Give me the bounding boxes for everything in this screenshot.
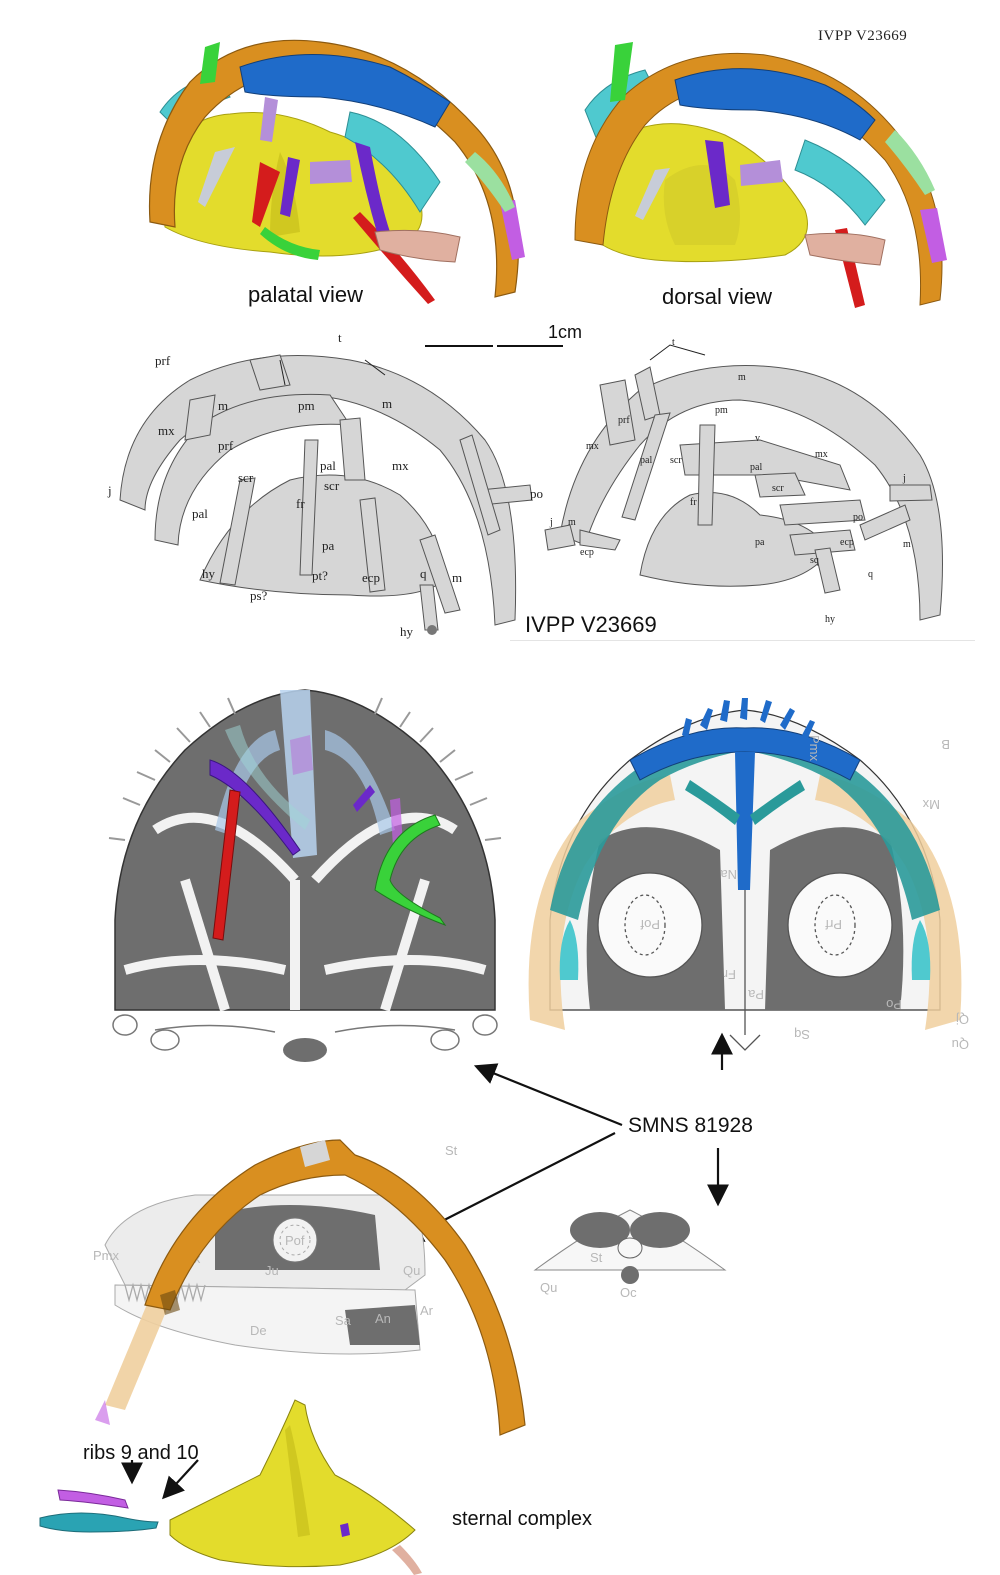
palatal-view-render	[148, 39, 525, 304]
pal-label-mx: mx	[158, 423, 175, 438]
dor-label-po: po	[853, 512, 863, 523]
dor-label-m: m	[738, 372, 746, 383]
smns-label-mx: Mx	[922, 797, 940, 812]
pal-label-fr: fr	[296, 496, 305, 511]
pal-label-pt: pt?	[312, 568, 328, 583]
dorsal-line-drawing: t m pm prf mx v pal scr pal mx scr fr j …	[544, 337, 943, 625]
dor-label-pal: pal	[640, 455, 652, 466]
dor-label-pm: pm	[715, 405, 728, 416]
smns-palatal-overlay	[108, 689, 502, 1062]
dor-label-t: t	[672, 337, 675, 348]
pal-label-pal2: pal	[192, 506, 208, 521]
pal-label-pa: pa	[322, 538, 335, 553]
dor-label-mx2: mx	[815, 449, 828, 460]
pal-label-prf: prf	[155, 353, 171, 368]
dor-label-sq: sq	[810, 555, 819, 566]
pal-label-hy2: hy	[400, 624, 414, 639]
pal-label-j: j	[107, 483, 112, 498]
lat-label-ar: Ar	[420, 1303, 434, 1318]
lat-label-an: An	[375, 1311, 391, 1326]
pal-label-pal: pal	[320, 458, 336, 473]
dor-label-pa: pa	[755, 537, 765, 548]
smns-label-na: Na	[720, 867, 737, 882]
smns-label-po: Po	[886, 997, 902, 1012]
smns-dorsal-overlay: B Mx Na Pof Prf Fr Pa Po Sq Qj Qu Pmx	[528, 698, 969, 1052]
palatal-view-caption: palatal view	[248, 282, 363, 307]
smns-label-pa: Pa	[747, 987, 764, 1002]
dor-label-ecp: ecp	[580, 547, 594, 558]
smns-label-sq: Sq	[794, 1027, 810, 1042]
smns-label-qj: Qj	[956, 1012, 969, 1027]
lat-label-sa: Sa	[335, 1313, 352, 1328]
pal-label-scr: scr	[238, 470, 254, 485]
dor-label-prf: prf	[618, 415, 630, 426]
smns-label-fr: Fr	[723, 967, 736, 982]
dor-label-v: v	[755, 433, 760, 444]
pal-label-m1: m	[218, 398, 228, 413]
drawing-specimen-caption: IVPP V23669	[525, 612, 657, 637]
pal-label-q: q	[420, 566, 427, 581]
lat-label-pmx: Pmx	[93, 1248, 120, 1263]
palatal-line-drawing: t prf m m pm mx j prf pal mx scr scr pal…	[107, 330, 543, 639]
occ-label-qu: Qu	[540, 1280, 557, 1295]
dorsal-view-render	[574, 42, 947, 308]
pal-label-m2: m	[382, 396, 392, 411]
dor-label-pal2: pal	[750, 462, 762, 473]
dor-label-j: j	[902, 473, 906, 484]
lat-label-ju: Ju	[265, 1263, 279, 1278]
pal-label-mx2: mx	[392, 458, 409, 473]
sternal-complex-render	[169, 1399, 422, 1575]
smns-label-b: B	[941, 737, 950, 752]
section-divider	[510, 640, 975, 641]
lat-label-pof: Pof	[285, 1233, 305, 1248]
dor-label-j2: j	[549, 517, 553, 528]
pal-label-hy: hy	[202, 566, 216, 581]
dor-label-fr: fr	[690, 497, 697, 508]
pal-label-m3: m	[452, 570, 462, 585]
dor-label-q: q	[868, 569, 873, 580]
pal-label-t: t	[338, 330, 342, 345]
dor-label-m2: m	[568, 517, 576, 528]
dorsal-view-caption: dorsal view	[662, 284, 773, 309]
dor-label-m3: m	[903, 539, 911, 550]
dor-label-mx: mx	[586, 441, 599, 452]
pal-label-ecp: ecp	[362, 570, 380, 585]
pal-label-po: po	[530, 486, 543, 501]
scale-bar-label: 1cm	[548, 322, 583, 342]
occ-label-oc: Oc	[620, 1285, 637, 1300]
scale-bar	[425, 345, 563, 347]
lat-label-st: St	[445, 1143, 458, 1158]
lat-label-qu: Qu	[403, 1263, 420, 1278]
dor-label-scr: scr	[670, 455, 682, 466]
smns-specimen-label: SMNS 81928	[628, 1114, 753, 1137]
smns-label-pmx: Pmx	[807, 735, 822, 762]
dor-label-ecp2: ecp	[840, 537, 854, 548]
pal-label-pm: pm	[298, 398, 315, 413]
pal-label-scr2: scr	[324, 478, 340, 493]
sternal-complex-label: sternal complex	[452, 1508, 593, 1530]
dor-label-hy: hy	[825, 614, 835, 625]
smns-label-pof: Pof	[640, 917, 660, 932]
specimen-id-top: IVPP V23669	[818, 28, 908, 44]
smns-label-prf: Prf	[825, 917, 842, 932]
ribs-render	[39, 1489, 159, 1533]
smns-label-qu: Qu	[952, 1037, 969, 1052]
lat-label-de: De	[250, 1323, 267, 1338]
smns-occipital: St Qu Oc	[533, 1209, 727, 1300]
dor-label-scr2: scr	[772, 483, 784, 494]
ribs-label: ribs 9 and 10	[83, 1442, 199, 1464]
smns-lateral-overlay: Pmx Mx Pof Ju Qu St De Sa An Ar	[93, 1139, 526, 1436]
occ-label-st: St	[590, 1250, 603, 1265]
pal-label-prf2: prf	[218, 438, 234, 453]
pal-label-ps: ps?	[250, 588, 268, 603]
